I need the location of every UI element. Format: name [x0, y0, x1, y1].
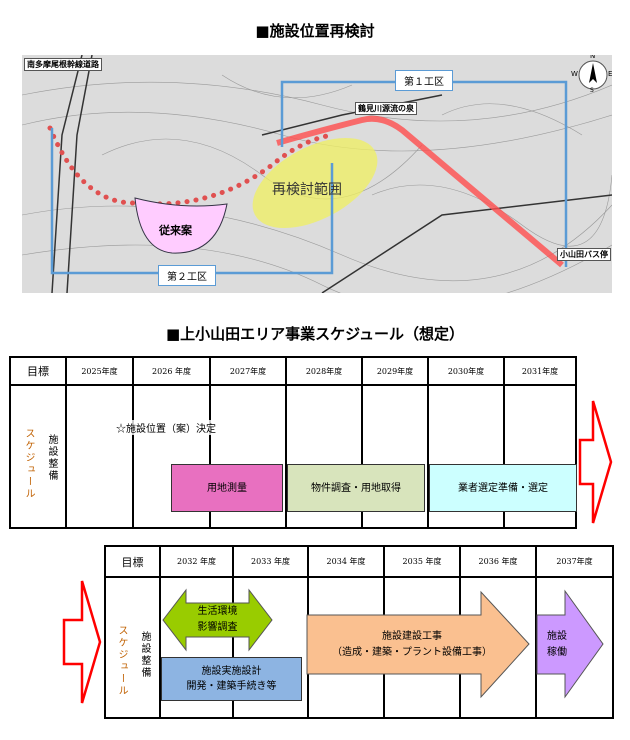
- year-header: 2030年度: [429, 358, 505, 384]
- continue-arrow-left-side-icon: [62, 580, 102, 704]
- task-contractor-selection: 業者選定準備・選定: [429, 464, 577, 512]
- year-header: 2027年度: [211, 358, 287, 384]
- spring-label: 鶴見川源流の泉: [355, 102, 417, 115]
- compass-w: W: [571, 70, 578, 78]
- task-line: 施設実施設計: [201, 666, 262, 677]
- year-header: 2026 年度: [134, 358, 211, 384]
- year-header: 2025年度: [67, 358, 134, 384]
- map-background: [22, 55, 612, 293]
- goal-header: 目標: [11, 358, 67, 384]
- year-header: 2033 年度: [234, 547, 309, 576]
- arrow-env-survey: [162, 588, 273, 652]
- zone2-label: 第２工区: [158, 265, 216, 286]
- schedule-table-1: 目標 2025年度 2026 年度 2027年度 2028年度 2029年度 2…: [9, 356, 577, 529]
- compass-n: N: [590, 55, 596, 60]
- task-line: 生活環境: [197, 606, 238, 617]
- arrow-operation: [536, 589, 604, 699]
- year-header: 2029年度: [363, 358, 429, 384]
- task-detailed-design: 施設実施設計開発・建築手続き等: [161, 657, 302, 701]
- year-header: 2037年度: [556, 557, 593, 566]
- task-line: 影響調査: [197, 622, 238, 633]
- year-header: 2036 年度: [461, 547, 537, 576]
- task-env-survey-label: 生活環境影響調査: [186, 603, 249, 637]
- task-line: 稼働: [547, 646, 567, 658]
- goal-header: 目標: [106, 547, 161, 576]
- original-plan-shape: [134, 197, 228, 254]
- section-title-schedule: ■上小山田エリア事業スケジュール（想定）: [165, 325, 465, 343]
- bus-stop-label: 小山田バス停: [557, 248, 611, 261]
- row-label-facility: 施設整備: [139, 631, 150, 679]
- route-line: [276, 115, 564, 268]
- task-line: 施設建設工事: [382, 630, 442, 642]
- continue-arrow-right-icon: [578, 400, 613, 524]
- review-area-label: 再検討範囲: [272, 182, 342, 198]
- task-line: 開発・建築手続き等: [186, 681, 277, 692]
- site-map: N W E S 南多摩尾根幹線道路 第１工区 第２工区 鶴見川源流の泉 小山田バ…: [22, 55, 612, 293]
- year-header: 2032 年度: [161, 547, 234, 576]
- task-construction-label: 施設建設工事 （造成・建築・プラント設備工事）: [307, 615, 517, 674]
- compass-icon: [578, 60, 608, 90]
- year-header: 2035 年度: [385, 547, 461, 576]
- year-header: 2028年度: [287, 358, 363, 384]
- zone1-label: 第１工区: [395, 70, 453, 91]
- task-operation-label: 施設稼働: [537, 615, 577, 674]
- row-label-schedule: スケジュール: [23, 428, 34, 500]
- task-land-survey: 用地測量: [171, 464, 283, 512]
- schedule-table-2: 目標 2032 年度 2033 年度 2034 年度 2035 年度 2036 …: [104, 545, 614, 719]
- original-plan-label: 従来案: [159, 224, 192, 237]
- task-line: 施設: [547, 630, 567, 642]
- schedule-arrows: [162, 588, 604, 699]
- task-line: （造成・建築・プラント設備工事）: [332, 646, 492, 658]
- compass-s: S: [590, 87, 594, 94]
- milestone-text: ☆施設位置（案）決定: [116, 420, 216, 435]
- row-label-schedule: スケジュール: [116, 625, 127, 697]
- review-area-ellipse: [252, 137, 378, 229]
- section-title-facility-location: ■施設位置再検討: [255, 22, 375, 40]
- year-header: 2034 年度: [309, 547, 385, 576]
- arrow-construction: [306, 590, 530, 699]
- row-label-facility: 施設整備: [46, 434, 57, 482]
- compass-e: E: [608, 70, 612, 78]
- task-property-acquisition: 物件調査・用地取得: [287, 464, 425, 512]
- year-header: 2031年度: [521, 366, 559, 376]
- dotted-route-line: [47, 125, 335, 207]
- road-label: 南多摩尾根幹線道路: [24, 58, 102, 71]
